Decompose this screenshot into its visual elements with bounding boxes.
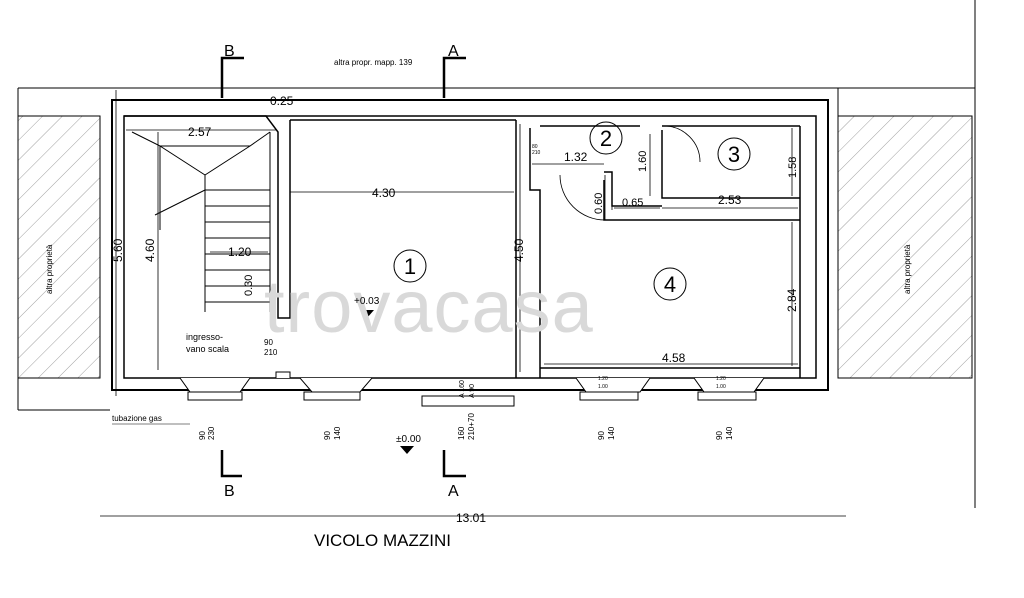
level-marker-main: [360, 310, 374, 318]
window-small-b: 1.00: [598, 384, 608, 390]
window-small-d: 1.00: [716, 384, 726, 390]
dimension-lines: [100, 90, 846, 517]
neighbor-left-hatch: [17, 115, 101, 379]
dim-main-room-length: 4.30: [372, 186, 396, 200]
window-small-c: 1.20: [716, 376, 726, 382]
watermark: trovacasa: [264, 265, 594, 348]
main-door-note-a: A 160: [459, 380, 466, 398]
opening-1-height: 230: [207, 426, 216, 440]
dim-bath-depth: 1.60: [637, 151, 649, 172]
dim-stair-depth: 4.60: [143, 238, 157, 262]
opening-3-width: 90: [597, 431, 606, 440]
dim-total-length: 13.01: [456, 511, 486, 525]
opening-2-width: 90: [323, 431, 332, 440]
dim-hall-width: 1.32: [564, 150, 588, 164]
dim-landing-width: 1.20: [228, 245, 252, 259]
opening-4-width: 90: [715, 431, 724, 440]
section-a-bottom: A: [448, 483, 459, 500]
room-1-circle: [393, 249, 427, 283]
section-b-top: B: [224, 43, 235, 60]
entry-door-size-a: 90: [264, 338, 273, 347]
neighbor-right-hatch: [837, 115, 973, 379]
level-street-label: ±0.00: [396, 434, 421, 445]
main-door-width: 160: [457, 426, 466, 440]
dim-room3-depth: 1.58: [787, 157, 799, 178]
bath-door-size-a: 80: [532, 144, 538, 150]
dim-room-depth: 4.50: [512, 238, 526, 262]
dim-bath-door: 0.60: [593, 193, 605, 214]
neighbor-right-label: altra proprietà: [903, 244, 912, 294]
dim-stair-width: 2.57: [188, 125, 212, 139]
dim-closet-gap: 0.65: [622, 197, 643, 209]
window-small-a: 1.20: [598, 376, 608, 382]
door-swing-bath: [559, 174, 606, 221]
room-4-circle: [653, 267, 687, 301]
level-main-label: +0.03: [354, 296, 380, 307]
dim-room4-width: 4.58: [662, 351, 686, 365]
dim-step: 0.30: [243, 275, 255, 296]
room-1-label: 1: [404, 254, 416, 279]
entry-label-line2: vano scala: [186, 344, 229, 354]
street-name: VICOLO MAZZINI: [314, 531, 451, 550]
room-3-circle: [717, 137, 751, 171]
opening-1-width: 90: [198, 431, 207, 440]
outer-wall: [111, 99, 829, 391]
room-2-circle: [589, 121, 623, 155]
opening-2-height: 140: [333, 426, 342, 440]
gas-pipe-label: tubazione gas: [112, 414, 162, 423]
section-markers: [220, 56, 466, 478]
dim-room4-depth: 2.84: [785, 288, 799, 312]
section-b-bottom: B: [224, 483, 235, 500]
room-2-label: 2: [600, 126, 612, 151]
main-door-note-b: A 90: [469, 384, 476, 398]
room-3-label: 3: [728, 142, 740, 167]
dim-room3-width: 2.53: [718, 193, 742, 207]
section-a-top: A: [448, 43, 459, 60]
door-swing-room3: [663, 125, 701, 163]
neighbor-left-label: altra proprietà: [45, 244, 54, 294]
dim-total-depth: 5.60: [111, 238, 125, 262]
room-4-label: 4: [664, 272, 676, 297]
main-door-height: 210+70: [467, 413, 476, 440]
entry-label-line1: ingresso-: [186, 332, 223, 342]
bath-door-size-b: 210: [532, 150, 541, 156]
opening-4-height: 140: [725, 426, 734, 440]
opening-3-height: 140: [607, 426, 616, 440]
wall-openings: [124, 371, 800, 407]
level-marker-street: [400, 446, 414, 454]
neighbor-top-label: altra propr. mapp. 139: [334, 58, 413, 67]
stair-wall: [124, 115, 291, 319]
entry-door-size-b: 210: [264, 348, 278, 357]
dim-wall-thickness: 0.25: [270, 94, 294, 108]
